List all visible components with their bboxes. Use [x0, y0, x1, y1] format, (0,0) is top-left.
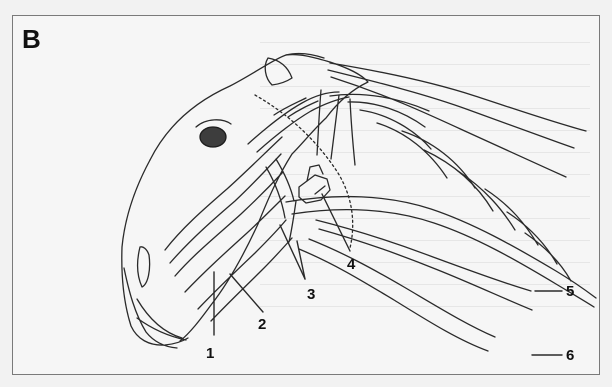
callout-2: 2 — [258, 317, 266, 332]
callout-6: 6 — [566, 348, 574, 363]
callout-4: 4 — [347, 257, 355, 272]
callout-3: 3 — [307, 287, 315, 302]
callout-5: 5 — [566, 284, 574, 299]
callout-1: 1 — [206, 346, 214, 361]
